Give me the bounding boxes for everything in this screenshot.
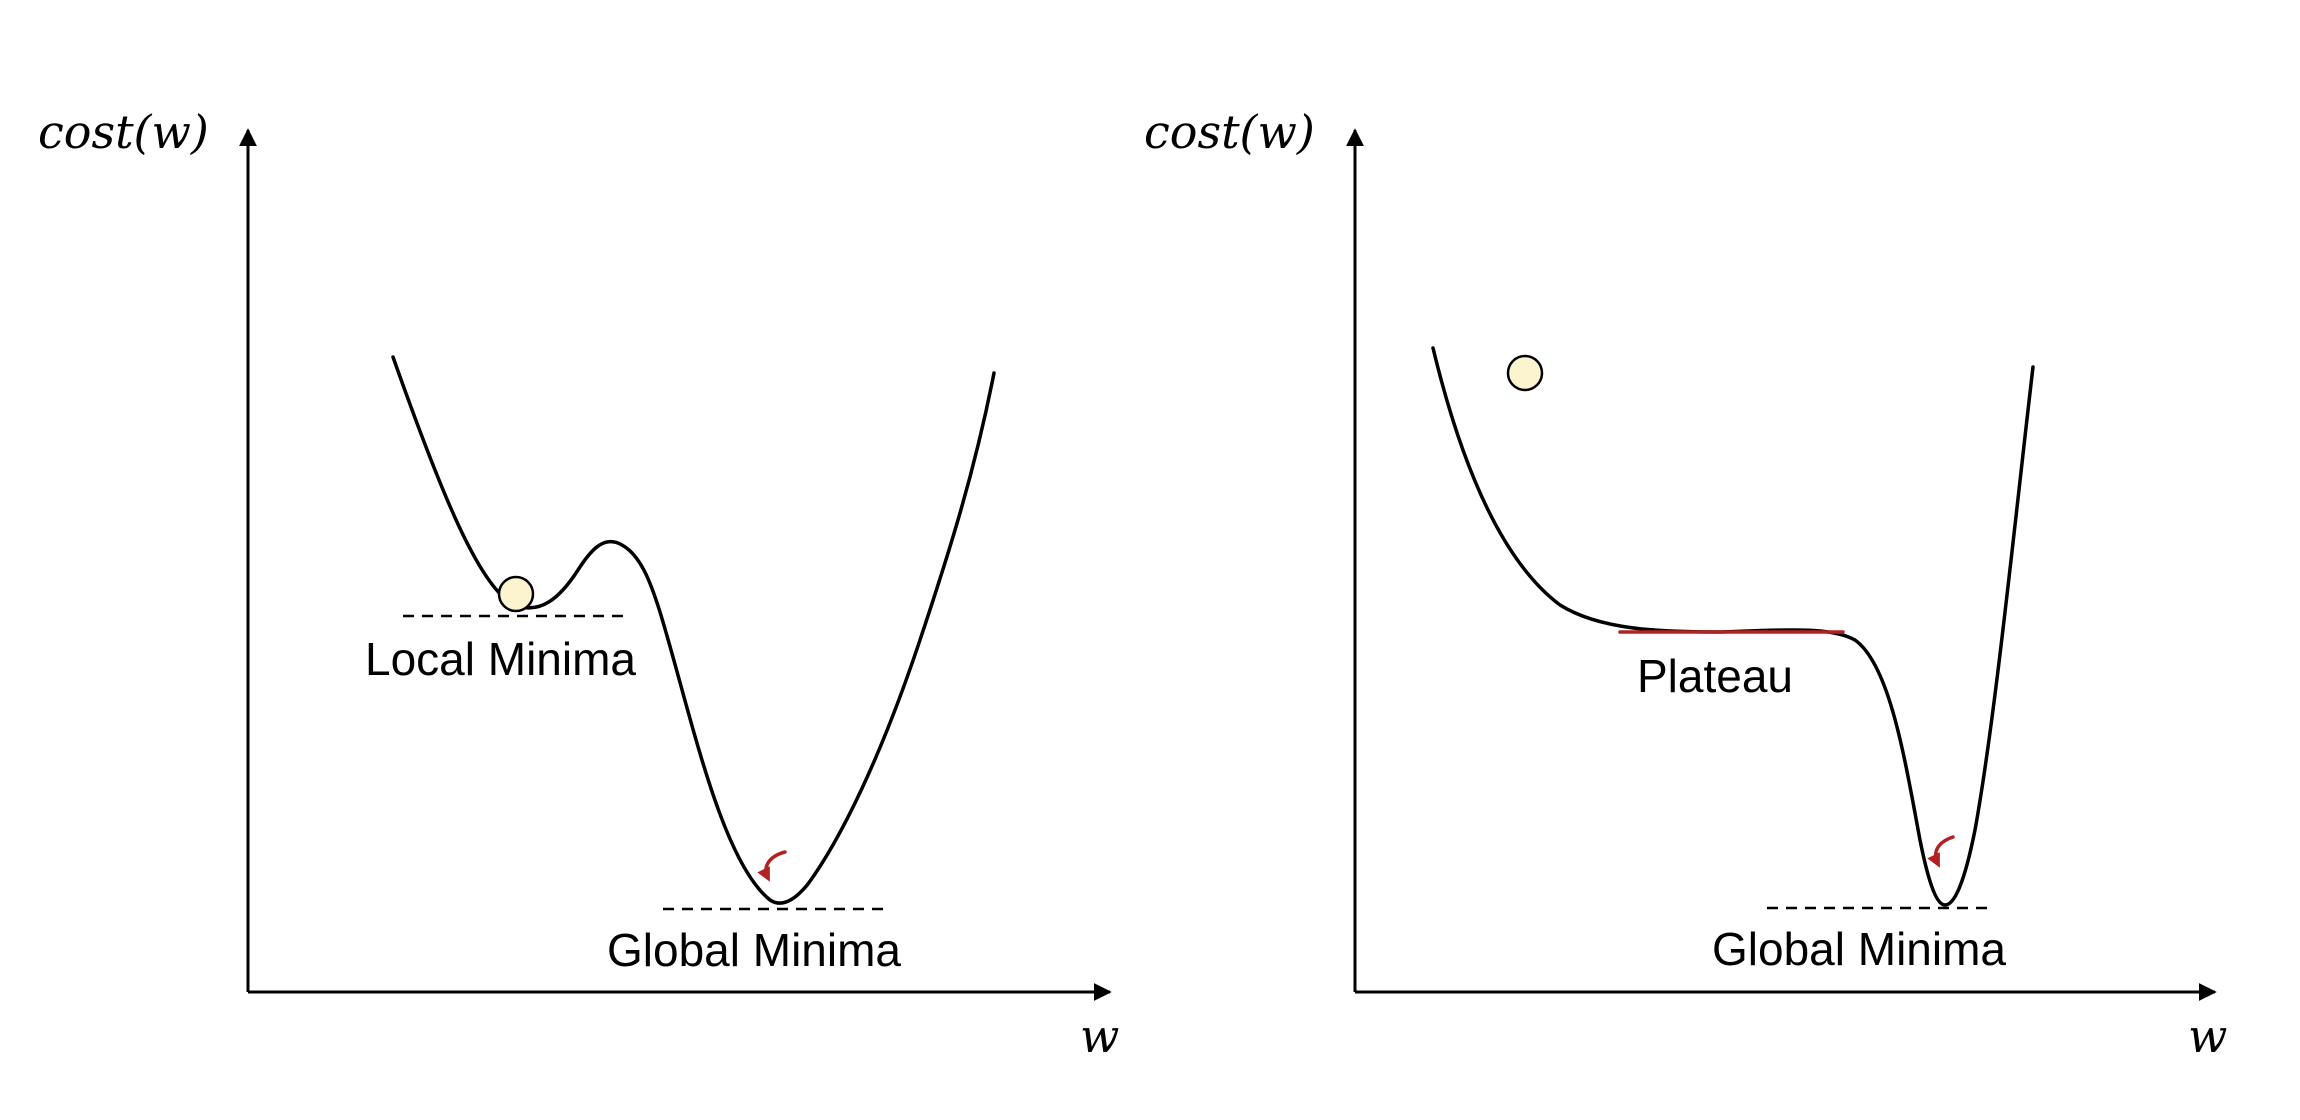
right-x-axis-label: w <box>2188 1009 2227 1063</box>
left-x-axis-label: w <box>1080 1009 1119 1063</box>
right-descent-arrow <box>1927 835 1955 868</box>
left-local-minima-label: Local Minima <box>365 633 636 685</box>
right-cost-curve <box>1431 346 2035 907</box>
left-cost-curve <box>391 355 996 905</box>
right-ball <box>1506 354 1544 392</box>
right-global-minima-label: Global Minima <box>1712 923 2006 975</box>
left-panel: cost(w) w Local Minima Global Minima <box>38 105 1119 1063</box>
right-y-axis-label: cost(w) <box>1144 105 1315 159</box>
left-global-minima-label: Global Minima <box>607 924 901 976</box>
left-descent-arrow <box>757 850 787 882</box>
right-plateau-label: Plateau <box>1637 650 1793 702</box>
left-y-axis-label: cost(w) <box>38 105 209 159</box>
right-panel: cost(w) w Plateau Global Minima <box>1144 105 2227 1063</box>
left-ball <box>497 575 535 613</box>
